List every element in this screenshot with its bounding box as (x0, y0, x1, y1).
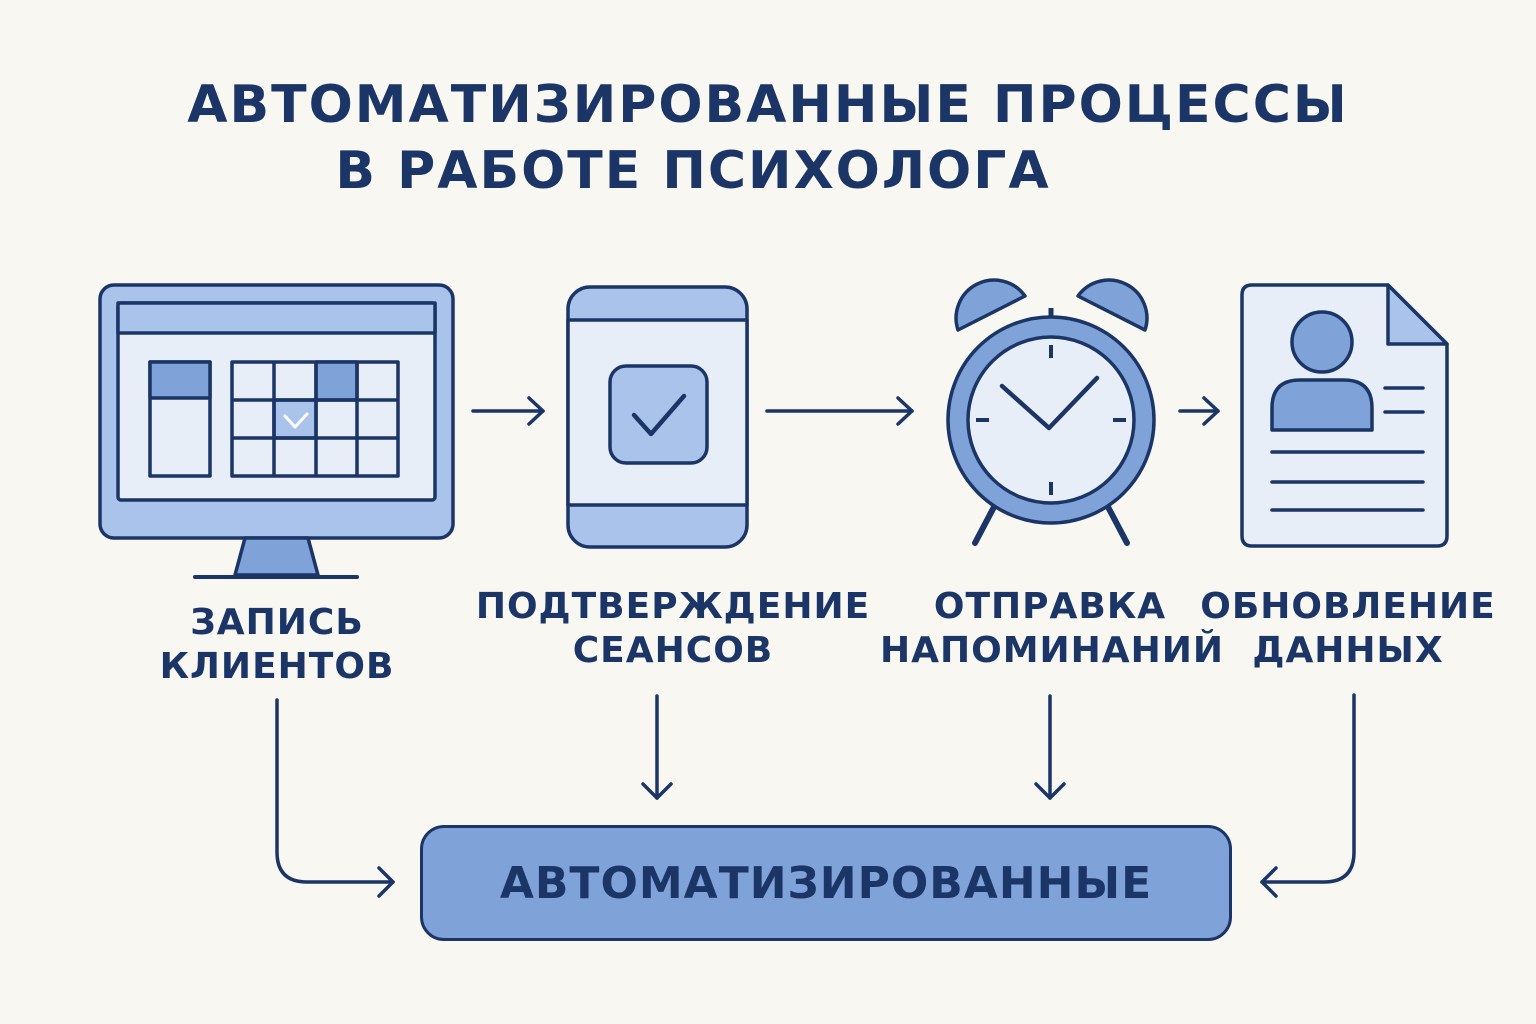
step-label-line: ОБНОВЛЕНИЕ (1200, 586, 1496, 627)
step-label-line: КЛИЕНТОВ (159, 646, 395, 687)
automated-result-box: АВТОМАТИЗИРОВАННЫЕ (420, 825, 1232, 941)
alarm-clock-icon (946, 278, 1156, 546)
arrow-right-3 (1178, 396, 1220, 426)
computer-calendar-icon (98, 283, 455, 579)
title-line-1: АВТОМАТИЗИРОВАННЫЕ ПРОЦЕССЫ (187, 75, 1349, 135)
step-label-data-update: ОБНОВЛЕНИЕ ДАННЫХ (1200, 585, 1496, 673)
automated-result-label: АВТОМАТИЗИРОВАННЫЕ (499, 857, 1153, 909)
step-label-line: ПОДТВЕРЖДЕНИЕ (475, 586, 871, 627)
arrow-from-step-3 (1034, 694, 1066, 800)
profile-document-icon (1240, 283, 1449, 548)
arrow-from-step-1 (275, 698, 395, 898)
arrow-right-2 (765, 396, 914, 426)
step-label-line: СЕАНСОВ (572, 630, 774, 671)
step-label-line: ЗАПИСЬ (190, 602, 364, 643)
step-label-booking: ЗАПИСЬ КЛИЕНТОВ (127, 601, 427, 689)
step-label-line: НАПОМИНАНИЙ (880, 630, 1225, 671)
step-label-confirmation: ПОДТВЕРЖДЕНИЕ СЕАНСОВ (468, 585, 878, 673)
arrow-from-step-4 (1260, 693, 1356, 898)
step-label-line: ДАННЫХ (1252, 630, 1444, 671)
step-label-line: ОТПРАВКА (933, 586, 1167, 627)
page-title: АВТОМАТИЗИРОВАННЫЕ ПРОЦЕССЫ В РАБОТЕ ПСИ… (0, 72, 1536, 204)
step-label-reminders: ОТПРАВКА НАПОМИНАНИЙ (880, 585, 1225, 673)
phone-checkmark-icon (566, 285, 749, 549)
arrow-from-step-2 (641, 694, 673, 800)
title-line-2: В РАБОТЕ ПСИХОЛОГА (335, 141, 1051, 201)
arrow-right-1 (471, 396, 545, 426)
